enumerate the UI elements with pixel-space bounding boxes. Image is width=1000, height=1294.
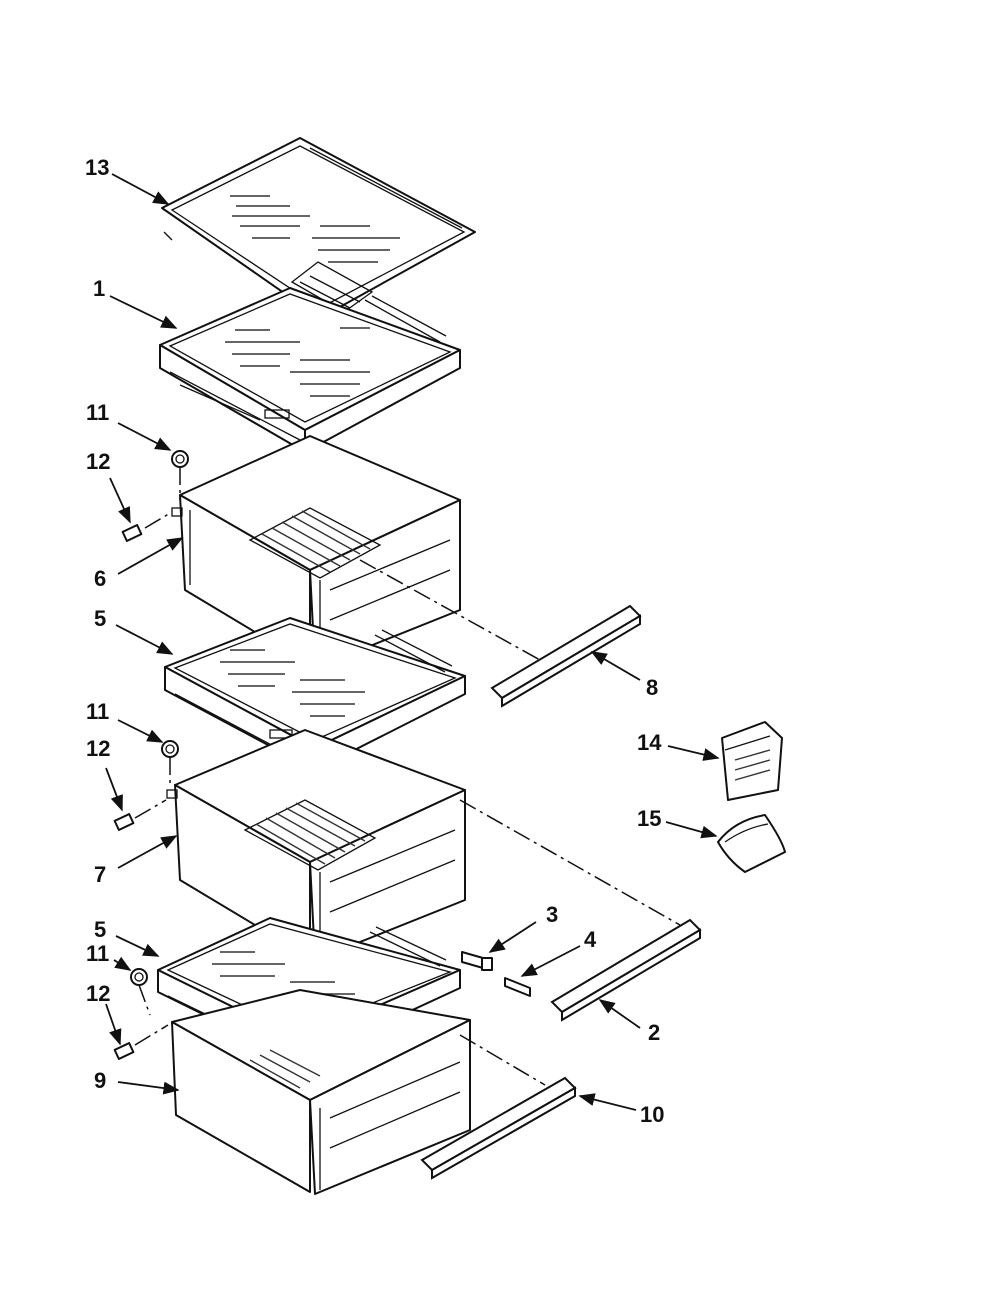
part-12-screw-c [113, 1042, 135, 1060]
callout-12: 12 [86, 449, 110, 474]
part-15-tray [717, 814, 786, 873]
part-11-roller-a [171, 450, 189, 468]
part-2-rail [550, 918, 702, 1022]
part-4-clip [504, 977, 531, 997]
callout-11: 11 [86, 699, 109, 724]
part-11-roller-c [130, 968, 148, 986]
callout-3: 3 [546, 902, 558, 927]
part-10-rail [420, 1076, 577, 1180]
part-14-bin [721, 721, 783, 801]
callout-5: 5 [94, 917, 106, 942]
callout-labels: 13 1 11 12 6 5 8 11 12 14 15 7 3 4 5 11 … [85, 155, 664, 1127]
callout-13: 13 [85, 155, 109, 180]
callout-14: 14 [637, 730, 662, 755]
callout-4: 4 [584, 927, 597, 952]
callout-6: 6 [94, 566, 106, 591]
callout-7: 7 [94, 862, 106, 887]
part-3-clip [461, 951, 493, 971]
leader-arrows [105, 173, 720, 1111]
callout-11: 11 [86, 400, 109, 425]
callout-11: 11 [86, 941, 109, 966]
callout-15: 15 [637, 806, 661, 831]
part-12-screw-a [121, 524, 143, 542]
part-11-roller-b [161, 740, 179, 758]
alignment-lines [134, 467, 681, 1086]
part-12-screw-b [113, 813, 135, 831]
callout-5: 5 [94, 606, 106, 631]
part-13-glass-shelf [161, 137, 476, 319]
part-8-rail [490, 604, 642, 708]
callout-12: 12 [86, 736, 110, 761]
callout-8: 8 [646, 675, 658, 700]
callout-10: 10 [640, 1102, 664, 1127]
callout-12: 12 [86, 981, 110, 1006]
callout-2: 2 [648, 1020, 660, 1045]
part-1-shelf-frame [159, 287, 461, 453]
callout-9: 9 [94, 1068, 106, 1093]
callout-1: 1 [93, 276, 105, 301]
part-7-drawer [166, 729, 466, 961]
